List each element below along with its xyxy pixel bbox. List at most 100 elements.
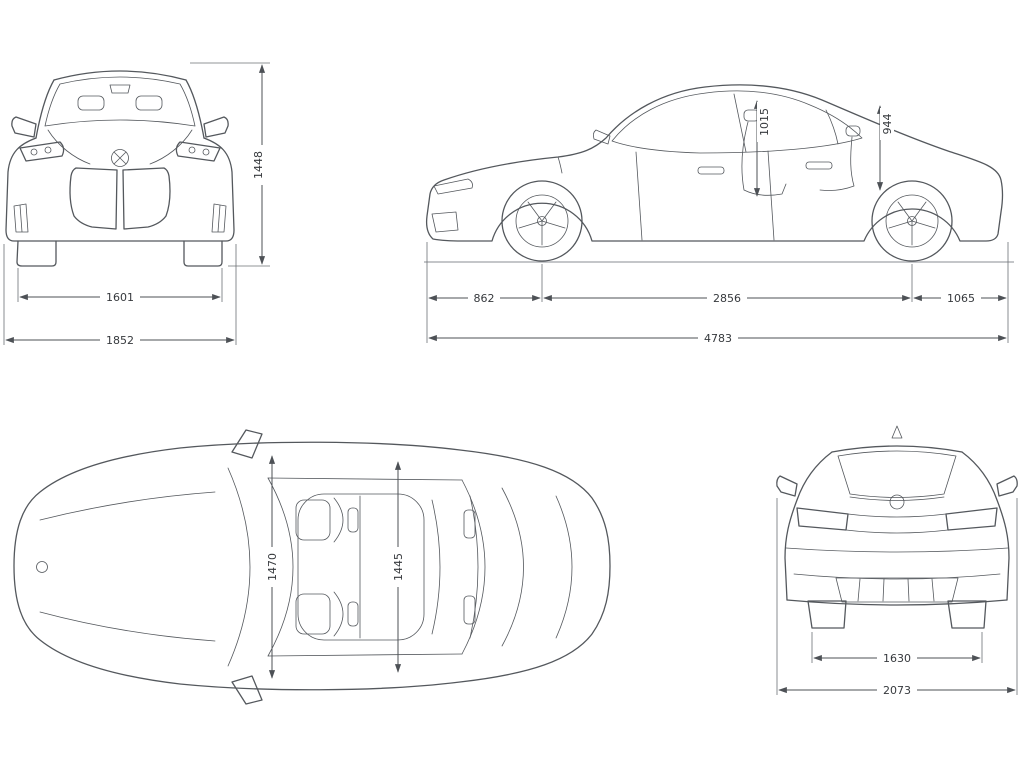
rear-wheel-right	[947, 600, 987, 629]
rear-mirror-left	[776, 475, 798, 497]
antenna-fin	[891, 425, 903, 439]
side-mirror-left	[11, 116, 37, 138]
headlight-right-lens2	[188, 146, 196, 154]
rear-window	[837, 450, 957, 498]
front-interior-width-label: 1470	[265, 547, 279, 587]
rear-interior-width-value: 1445	[392, 553, 405, 581]
rear-wheel-left	[807, 600, 847, 629]
front-wheel-left	[16, 240, 57, 267]
top-view: 1470 1445	[13, 429, 611, 705]
brand-roundel-rear	[889, 494, 905, 510]
front-wheel	[501, 180, 583, 262]
trunk-upper-line	[849, 496, 945, 501]
side-mirror	[592, 129, 611, 145]
front-headroom-value: 1015	[758, 108, 771, 136]
rear-headroom-dimension: 944	[876, 105, 894, 191]
front-wheel-spokes	[518, 201, 566, 246]
top-body-outline	[13, 441, 611, 691]
front-overhang-value: 862	[474, 292, 495, 305]
front-height-label: 1448	[251, 145, 265, 185]
roof-side-lines	[267, 477, 463, 657]
front-a-pillar-right	[185, 79, 205, 139]
front-width-value: 1852	[106, 334, 134, 347]
kidney-grille-left	[69, 167, 118, 230]
rear-wheel-spokes	[888, 201, 936, 246]
overall-length-value: 4783	[704, 332, 732, 345]
headrest-right	[135, 95, 163, 111]
front-headroom-dimension: 1015	[753, 100, 771, 197]
front-height-value: 1448	[252, 151, 265, 179]
rear-bumper-line	[785, 547, 1009, 553]
rear-door-handle	[805, 161, 833, 170]
rear-roof-line	[831, 445, 963, 453]
rear-headroom-label: 944	[880, 108, 894, 140]
top-mirror-left	[231, 429, 263, 459]
windshield-top-line	[267, 477, 294, 657]
rear-body-side-right	[961, 451, 1010, 601]
rear-interior-width-label: 1445	[391, 547, 405, 587]
front-windshield	[44, 76, 196, 127]
taillight-right	[945, 507, 998, 531]
brand-roundel-front-quarters	[113, 151, 127, 165]
rear-track-dimension: 1630	[811, 632, 983, 665]
b-pillar	[733, 93, 747, 153]
rear-width-dimension: 2073	[776, 498, 1018, 697]
rear-diffuser	[835, 577, 959, 603]
hood-crease-right	[149, 129, 193, 165]
taillight-left	[796, 507, 849, 531]
rear-window-line	[461, 479, 486, 655]
rear-mirror-right	[996, 475, 1018, 497]
rear-wheel	[871, 180, 953, 262]
front-wheel-right	[183, 240, 223, 267]
headlight-right	[175, 141, 221, 162]
front-a-pillar-left	[35, 79, 55, 139]
front-view: 1448 1601 1852	[3, 62, 270, 347]
cowl-line	[227, 467, 251, 667]
bumper-intake-left	[13, 203, 29, 233]
rear-seat	[819, 125, 861, 191]
side-mirror-right	[203, 116, 229, 138]
headlight-left-lens	[30, 148, 38, 156]
wheelbase-value: 2856	[713, 292, 741, 305]
front-width-dimension: 1852	[3, 244, 237, 347]
front-interior-width-value: 1470	[266, 553, 279, 581]
side-length-dimensions: 862 2856 1065 4783	[426, 242, 1009, 345]
side-body-outline	[425, 84, 1004, 242]
headlight-right-lens	[202, 148, 210, 156]
top-mirror-right	[231, 675, 263, 705]
trunk-lid-lines	[845, 513, 949, 534]
front-seat-left-plan	[295, 497, 359, 543]
rear-interior-width-dimension: 1445	[391, 461, 405, 673]
trunk-edge-line	[501, 487, 524, 647]
front-track-dimension: 1601	[17, 268, 223, 304]
front-headroom-label: 1015	[757, 102, 771, 142]
hood-crease-top-left	[39, 491, 216, 521]
front-roof-outline	[53, 70, 187, 81]
side-glass-outline	[611, 90, 863, 154]
side-headlight	[433, 178, 473, 195]
rear-deck-line	[555, 495, 573, 639]
rear-overhang-value: 1065	[947, 292, 975, 305]
sunroof	[297, 493, 425, 641]
rear-view: 1630 2073	[776, 425, 1018, 697]
rear-lower-bumper-line	[793, 573, 1001, 580]
front-door-cut	[635, 151, 643, 241]
side-view: 1015 944 862 2856 1065 4783	[424, 84, 1014, 345]
brand-roundel-front	[111, 149, 129, 167]
headlight-left	[19, 141, 65, 162]
front-height-dimension: 1448	[190, 62, 270, 267]
bumper-intake-right	[211, 203, 227, 233]
rear-body-side-left	[784, 451, 833, 601]
quarter-window-line	[825, 109, 839, 145]
front-seat-right-plan	[295, 591, 359, 637]
hood-crease-left	[47, 129, 91, 165]
rear-headroom-value: 944	[881, 114, 894, 135]
rear-width-value: 2073	[883, 684, 911, 697]
rear-body-bottom	[786, 599, 1008, 606]
side-front-intake	[431, 211, 459, 233]
front-fender-line	[557, 156, 563, 174]
brand-roundel-hood	[36, 561, 48, 573]
rear-bench-plan	[431, 495, 479, 639]
